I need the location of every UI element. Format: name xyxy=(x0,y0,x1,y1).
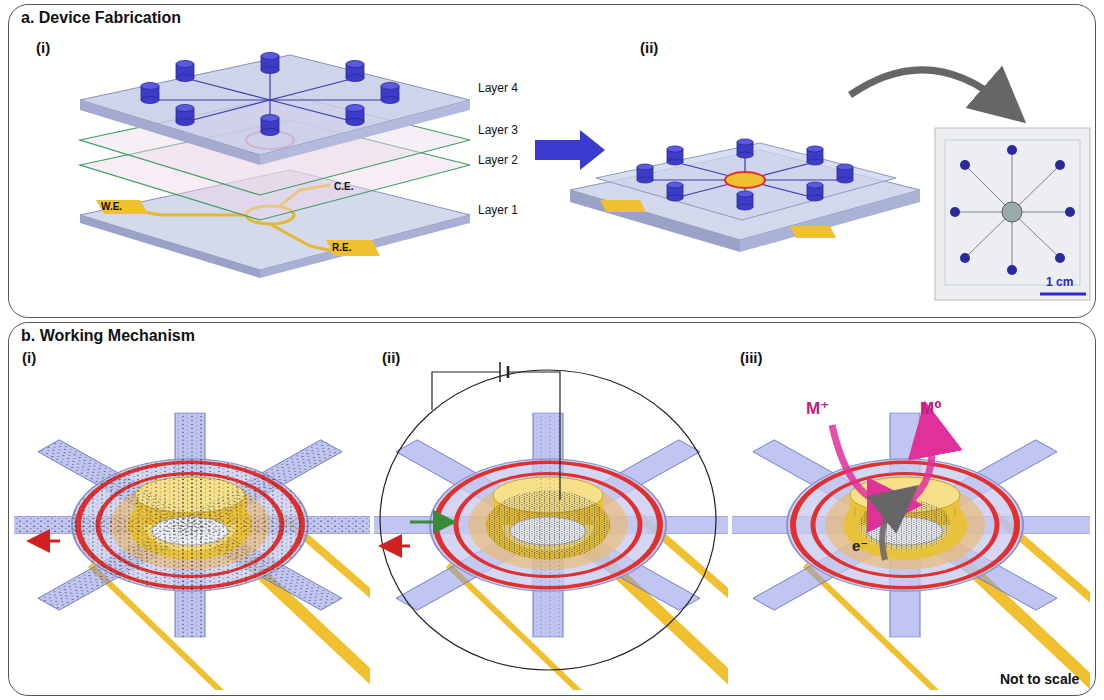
layer-label: Layer 2 xyxy=(478,154,518,167)
process-arrow xyxy=(535,130,605,170)
subpanel-label: (i) xyxy=(22,350,36,367)
electrode-label: R.E. xyxy=(332,242,351,253)
electrode-label: W.E. xyxy=(101,201,122,212)
assembled-device xyxy=(570,139,920,252)
subpanel-label: (iii) xyxy=(740,350,763,367)
scale-bar-label: 1 cm xyxy=(1046,276,1073,289)
panel-title: a. Device Fabrication xyxy=(21,9,181,27)
fabrication-panel: a. Device Fabrication xyxy=(8,4,1096,318)
layer-label: Layer 4 xyxy=(478,82,518,95)
panel-title: b. Working Mechanism xyxy=(21,327,195,345)
mechanism-panel: b. Working Mechanism xyxy=(8,322,1096,696)
subpanel-label: (i) xyxy=(36,40,50,57)
device-photo xyxy=(935,128,1090,300)
mechanism-step-2 xyxy=(374,362,728,690)
exploded-layers xyxy=(80,53,470,279)
layer-label: Layer 3 xyxy=(478,124,518,137)
mechanism-step-3 xyxy=(732,413,1090,690)
electron-label: e⁻ xyxy=(852,538,868,555)
subpanel-label: (ii) xyxy=(382,350,400,367)
ion-label: M⁺ xyxy=(806,400,829,419)
layer-label: Layer 1 xyxy=(478,204,518,217)
curved-arrow xyxy=(850,70,1005,105)
mechanism-step-1 xyxy=(14,413,370,690)
metal-label: M⁰ xyxy=(920,400,942,419)
electrode-label: C.E. xyxy=(334,181,353,192)
note: Not to scale xyxy=(1000,672,1079,687)
subpanel-label: (ii) xyxy=(640,40,658,57)
